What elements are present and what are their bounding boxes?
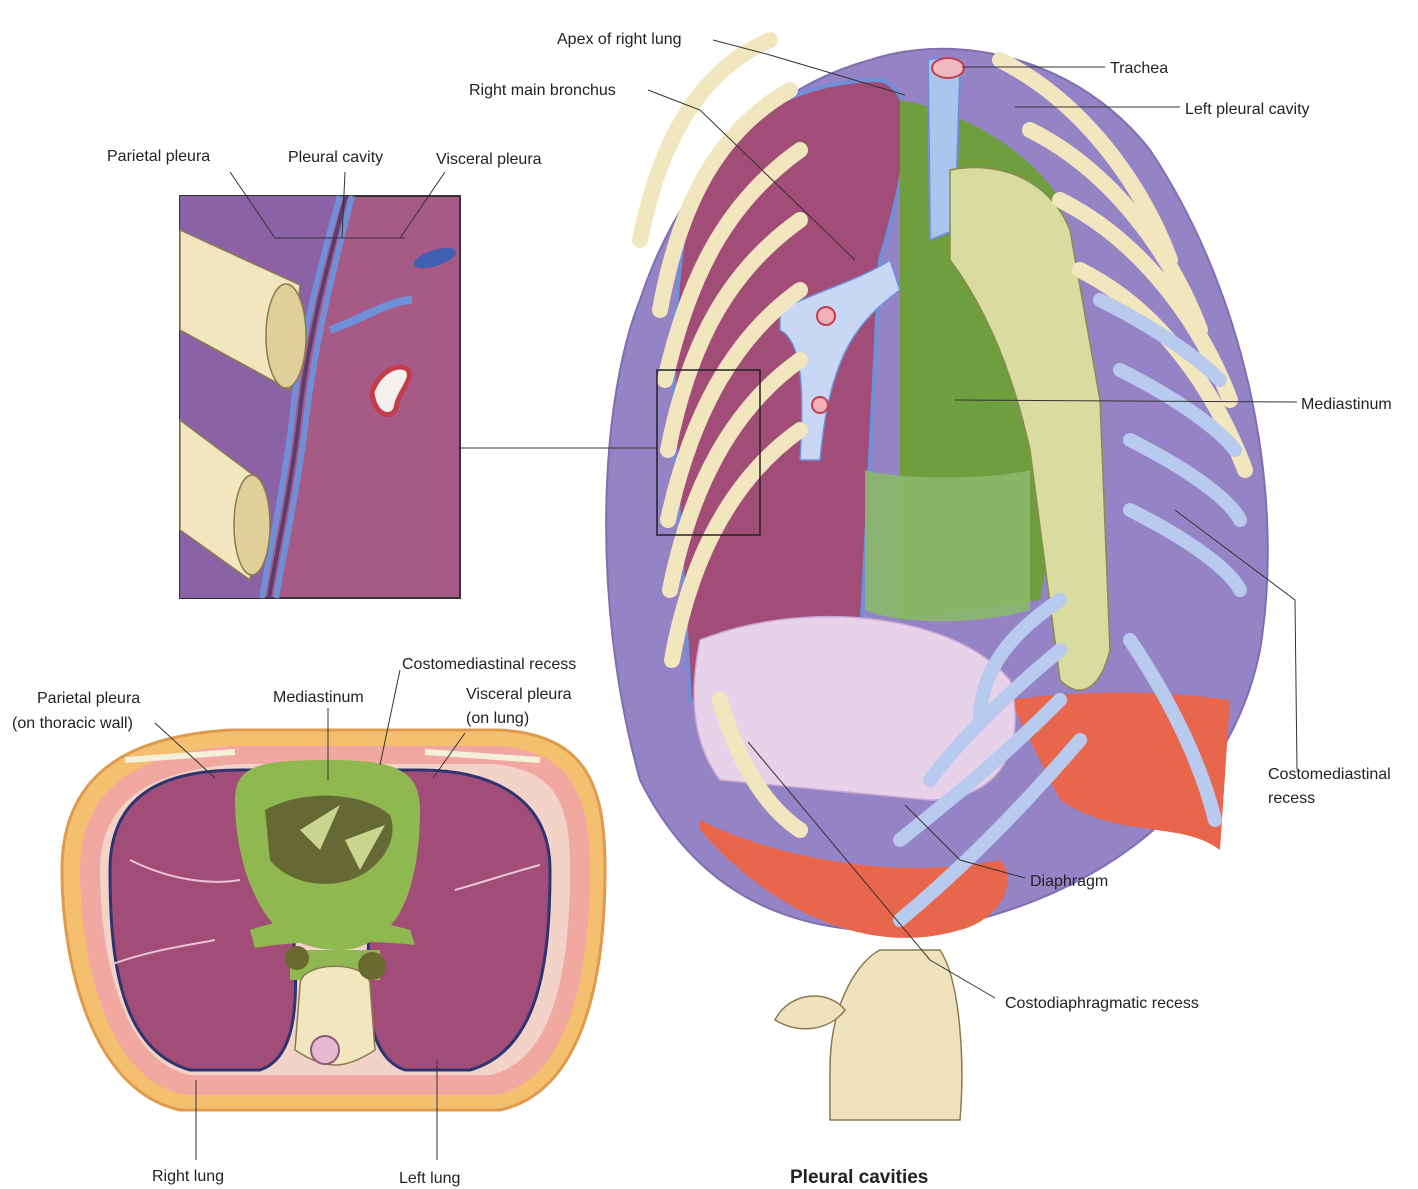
label-xs-visceral-pleura-2: (on lung) [466, 710, 529, 727]
thoracic-cross-section [62, 730, 605, 1110]
label-trachea: Trachea [1110, 60, 1168, 77]
magnified-inset [180, 196, 460, 598]
label-xs-mediastinum: Mediastinum [273, 689, 364, 706]
label-diaphragm: Diaphragm [1030, 873, 1108, 890]
label-inset-parietal-pleura: Parietal pleura [107, 148, 210, 165]
label-inset-visceral-pleura: Visceral pleura [436, 151, 542, 168]
label-xs-visceral-pleura: Visceral pleura [466, 686, 572, 703]
label-inset-pleural-cavity: Pleural cavity [288, 149, 383, 166]
label-right-main-bronchus: Right main bronchus [469, 82, 616, 99]
label-xs-parietal-pleura-2: (on thoracic wall) [12, 715, 133, 732]
thorax-illustration [606, 40, 1268, 1120]
label-apex-right-lung: Apex of right lung [557, 31, 682, 48]
label-costodiaphragmatic-recess: Costodiaphragmatic recess [1005, 995, 1199, 1012]
label-right-lung: Right lung [152, 1168, 224, 1185]
label-left-pleural-cavity: Left pleural cavity [1185, 101, 1310, 118]
label-left-lung: Left lung [399, 1170, 460, 1187]
label-costomediastinal-recess: Costomediastinal [1268, 766, 1391, 783]
label-xs-costomediastinal-recess: Costomediastinal recess [402, 656, 576, 673]
label-mediastinum: Mediastinum [1301, 396, 1392, 413]
figure-title: Pleural cavities [790, 1167, 928, 1188]
label-costomediastinal-recess-2: recess [1268, 790, 1315, 807]
label-xs-parietal-pleura: Parietal pleura [37, 690, 140, 707]
